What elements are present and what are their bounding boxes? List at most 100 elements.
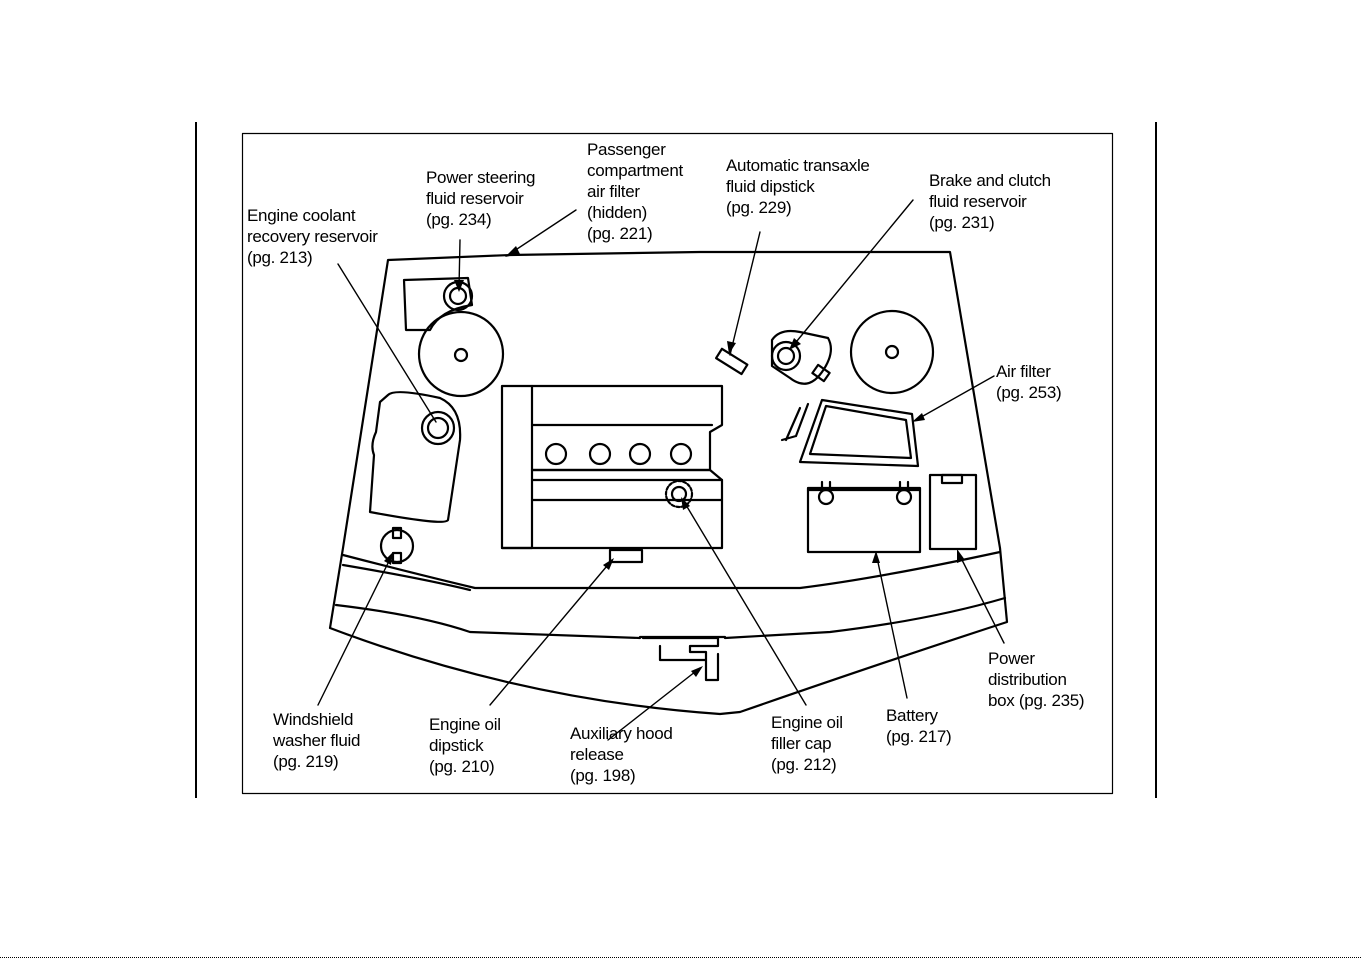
engine-valve-cover <box>530 384 724 472</box>
label-oil-dipstick-line-2: dipstick <box>429 736 484 755</box>
power-steering-reservoir-cap-inner <box>448 286 468 306</box>
air-filter-inlet-duct <box>780 402 810 442</box>
arrow-hood-release <box>691 666 703 677</box>
brake-clutch-reservoir-cap <box>770 340 802 372</box>
leader-auto-transaxle <box>729 231 761 356</box>
label-brake-clutch-line-3: (pg. 231) <box>929 213 995 232</box>
right-strut-bolt <box>884 344 900 360</box>
page-bottom-dotted-rule <box>0 957 1361 958</box>
label-oil-filler-line-3: (pg. 212) <box>771 755 837 774</box>
label-hood-release: Auxiliary hood release (pg. 198) <box>570 723 673 786</box>
hood-release-lever <box>641 636 720 682</box>
diagram-frame <box>241 132 1114 795</box>
spark-plug-3 <box>628 442 652 466</box>
label-passenger-filter: Passenger compartment air filter (hidden… <box>587 139 683 244</box>
label-power-distribution-line-1: Power <box>988 649 1035 668</box>
arrow-washer-fluid <box>384 552 393 565</box>
power-steering-reservoir-body <box>402 276 474 332</box>
label-air-filter-line-2: (pg. 253) <box>996 383 1062 402</box>
label-auto-transaxle-line-2: fluid dipstick <box>726 177 815 196</box>
label-engine-coolant-line-1: Engine coolant <box>247 206 356 225</box>
leader-hood-release <box>607 667 701 741</box>
brake-clutch-reservoir-body <box>770 329 833 385</box>
arrow-auto-transaxle <box>727 341 736 354</box>
leader-air-filter <box>915 375 995 421</box>
label-oil-dipstick-line-3: (pg. 210) <box>429 757 495 776</box>
label-hood-release-line-1: Auxiliary hood <box>570 724 673 743</box>
arrow-oil-filler <box>681 497 690 510</box>
label-auto-transaxle-line-1: Automatic transaxle <box>726 156 870 175</box>
front-panel-band-lower <box>334 596 1007 640</box>
label-hood-release-line-2: release <box>570 745 624 764</box>
leader-arrowheads <box>384 246 965 677</box>
front-panel-band-upper <box>341 550 1002 590</box>
brake-clutch-reservoir-cap-inner <box>776 346 796 366</box>
washer-fluid-cap <box>379 528 415 564</box>
spark-plug-2 <box>588 442 612 466</box>
arrow-power-steering <box>454 280 464 292</box>
label-power-steering: Power steering fluid reservoir (pg. 234) <box>426 167 536 230</box>
arrow-battery <box>872 551 880 563</box>
coolant-reservoir-body <box>368 391 462 523</box>
label-engine-coolant-line-3: (pg. 213) <box>247 248 313 267</box>
air-filter-housing-inner <box>808 404 913 460</box>
battery-body <box>806 486 922 554</box>
right-strut-tower <box>849 309 935 395</box>
leader-lines <box>317 199 1005 741</box>
label-oil-dipstick-line-1: Engine oil <box>429 715 501 734</box>
oil-filler-cap <box>664 479 694 509</box>
oil-dipstick-handle <box>608 548 644 564</box>
label-battery-line-2: (pg. 217) <box>886 727 952 746</box>
label-passenger-filter-line-4: (hidden) <box>587 203 647 222</box>
engine-lower-rail <box>530 478 724 502</box>
left-margin-rule <box>195 122 197 798</box>
leader-oil-dipstick <box>489 559 613 706</box>
label-battery-line-1: Battery <box>886 706 938 725</box>
engine-block-left-side <box>500 384 534 550</box>
label-brake-clutch: Brake and clutch fluid reservoir (pg. 23… <box>929 170 1051 233</box>
air-filter-housing <box>798 398 920 468</box>
battery-terminal-left <box>817 488 835 506</box>
label-power-steering-line-1: Power steering <box>426 168 536 187</box>
label-oil-filler-line-1: Engine oil <box>771 713 843 732</box>
label-power-distribution-line-3: box (pg. 235) <box>988 691 1085 710</box>
engine-bay-outline <box>328 250 1009 716</box>
arrow-power-distribution <box>957 549 965 563</box>
label-washer-fluid-line-2: washer fluid <box>273 731 361 750</box>
coolant-reservoir-cap-inner <box>426 416 450 440</box>
leader-brake-clutch <box>791 199 914 348</box>
label-battery: Battery (pg. 217) <box>886 705 952 747</box>
left-strut-bolt <box>453 347 469 363</box>
label-washer-fluid-line-1: Windshield <box>273 710 354 729</box>
label-oil-filler-line-2: filler cap <box>771 734 832 753</box>
label-power-distribution: Power distribution box (pg. 235) <box>988 648 1085 711</box>
power-distribution-box-tab <box>940 473 964 485</box>
label-hood-release-line-3: (pg. 198) <box>570 766 636 785</box>
leader-power-distribution <box>957 551 1005 644</box>
spark-plug-4 <box>669 442 693 466</box>
washer-fluid-cap-tab-top <box>391 526 403 540</box>
label-power-steering-line-3: (pg. 234) <box>426 210 492 229</box>
label-passenger-filter-line-3: air filter <box>587 182 640 201</box>
right-margin-rule <box>1155 122 1157 798</box>
washer-fluid-cap-tab-bottom <box>391 551 403 565</box>
label-brake-clutch-line-1: Brake and clutch <box>929 171 1051 190</box>
arrow-air-filter <box>912 413 925 422</box>
label-washer-fluid: Windshield washer fluid (pg. 219) <box>273 709 360 772</box>
label-auto-transaxle-line-3: (pg. 229) <box>726 198 792 217</box>
leader-passenger-filter <box>507 209 577 256</box>
spark-plug-1 <box>544 442 568 466</box>
label-brake-clutch-line-2: fluid reservoir <box>929 192 1027 211</box>
label-power-steering-line-2: fluid reservoir <box>426 189 524 208</box>
label-engine-coolant: Engine coolant recovery reservoir (pg. 2… <box>247 205 378 268</box>
leader-battery <box>875 552 908 699</box>
arrow-oil-dipstick <box>603 558 614 570</box>
transaxle-dipstick-handle <box>714 347 749 376</box>
left-strut-tower <box>417 310 505 398</box>
label-washer-fluid-line-3: (pg. 219) <box>273 752 339 771</box>
leader-engine-coolant <box>337 263 437 423</box>
brake-clutch-connector <box>811 363 831 383</box>
label-air-filter: Air filter (pg. 253) <box>996 361 1062 403</box>
power-distribution-box <box>928 473 978 551</box>
